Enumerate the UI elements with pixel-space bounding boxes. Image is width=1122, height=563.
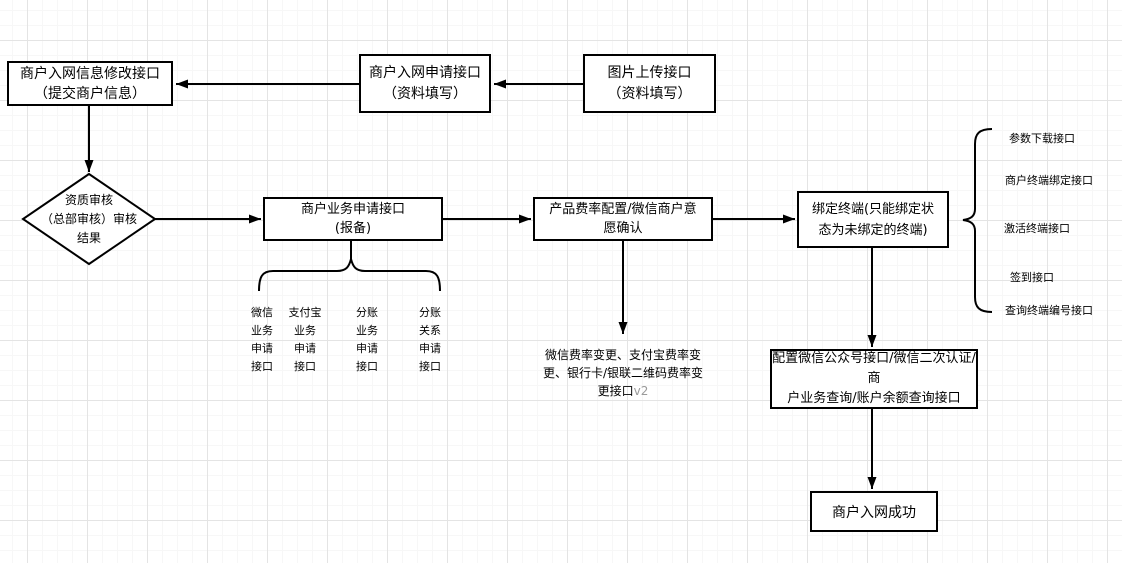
- audit-diamond-label: 资质审核 （总部审核）审核 结果: [40, 192, 137, 245]
- audit-diamond-shape[interactable]: [21, 172, 157, 266]
- node-bind-terminal[interactable]: 绑定终端(只能绑定状 态为未绑定的终端): [797, 191, 949, 248]
- terminal-api-signin[interactable]: 签到接口: [1010, 271, 1054, 284]
- fee-change-note-text: 微信费率变更、支付宝费率变 更、银行卡/银联二维码费率变 更接口: [542, 348, 704, 398]
- node-config-wechat[interactable]: 配置微信公众号接口/微信二次认证/商 户业务查询/账户余额查询接口: [770, 349, 978, 409]
- node-merchant-info-modify[interactable]: 商户入网信息修改接口 （提交商户信息）: [7, 61, 173, 106]
- column-alipay-business-api[interactable]: 支付宝 业务 申请 接口: [288, 306, 322, 373]
- node-business-apply[interactable]: 商户业务申请接口 (报备): [263, 197, 443, 241]
- column-ledger-business-api[interactable]: 分账 业务 申请 接口: [356, 306, 378, 373]
- node-fee-config[interactable]: 产品费率配置/微信商户意 愿确认: [533, 197, 713, 241]
- fee-change-note[interactable]: 微信费率变更、支付宝费率变 更、银行卡/银联二维码费率变 更接口v2: [536, 346, 710, 400]
- node-image-upload[interactable]: 图片上传接口 （资料填写）: [583, 54, 716, 113]
- terminal-api-query-number[interactable]: 查询终端编号接口: [1005, 304, 1093, 317]
- brace-terminal-apis: [962, 128, 993, 313]
- column-ledger-relation-api[interactable]: 分账 关系 申请 接口: [419, 306, 441, 373]
- node-success[interactable]: 商户入网成功: [810, 491, 938, 532]
- node-merchant-apply[interactable]: 商户入网申请接口 （资料填写）: [359, 54, 491, 113]
- fee-change-note-version: v2: [633, 384, 649, 398]
- terminal-api-param-download[interactable]: 参数下载接口: [1009, 132, 1075, 145]
- column-wechat-business-api[interactable]: 微信 业务 申请 接口: [251, 306, 273, 373]
- terminal-api-activate[interactable]: 激活终端接口: [1004, 222, 1070, 235]
- terminal-api-bind[interactable]: 商户终端绑定接口: [1005, 174, 1093, 187]
- brace-business-columns: [258, 258, 441, 292]
